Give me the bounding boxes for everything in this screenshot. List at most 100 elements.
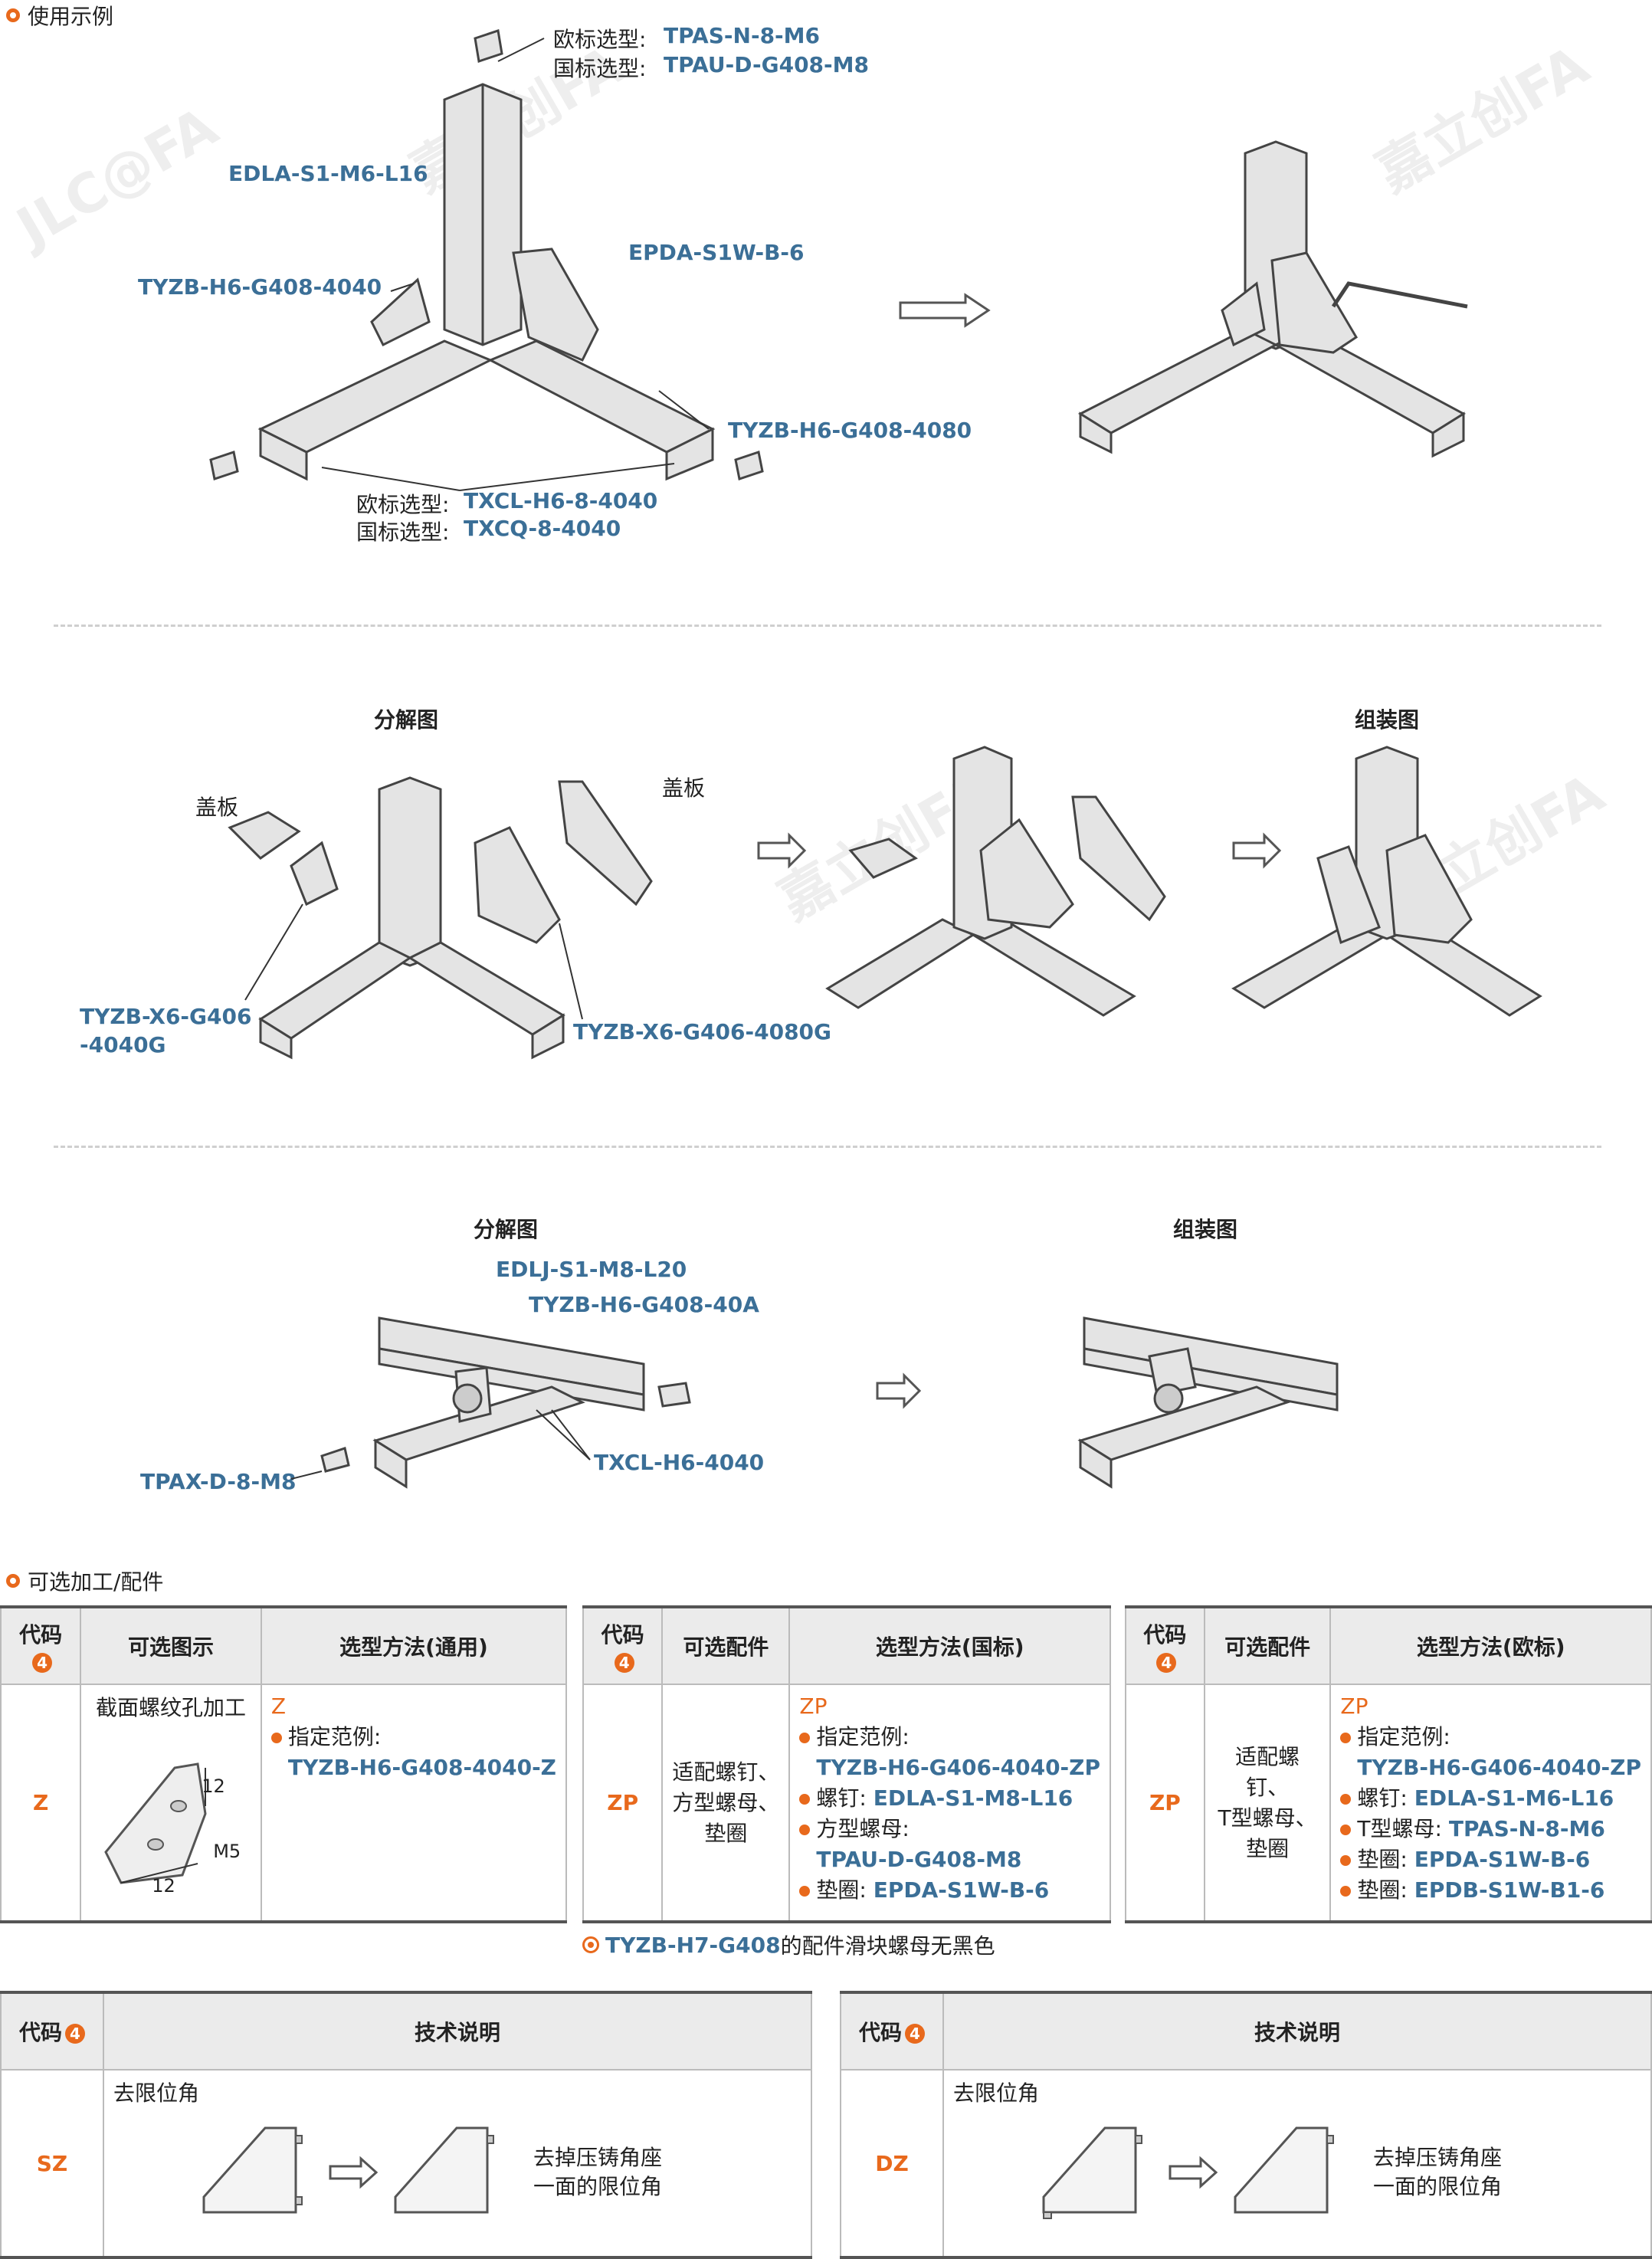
item: 螺钉: EDLA-S1-M8-L16 xyxy=(799,1783,1100,1814)
tech-desc: 去掉压铸角座一面的限位角 xyxy=(1373,2145,1503,2199)
bullet-icon xyxy=(582,1936,599,1953)
exploded-title: 分解图 xyxy=(473,1217,538,1242)
tech-desc: 去掉压铸角座一面的限位角 xyxy=(533,2145,663,2199)
nut-gb-label: TPAU-D-G408-M8 xyxy=(664,52,869,77)
example-value: TYZB-H6-G408-4040-Z xyxy=(287,1755,556,1780)
header-parts: 可选配件 xyxy=(1203,1605,1332,1685)
bracket-small-label-2: -4040G xyxy=(80,1032,166,1057)
note-text: 的配件滑块螺母无黑色 xyxy=(780,1933,995,1959)
dim-m: M5 xyxy=(213,1841,241,1862)
table-general: 代码4 可选图示 选型方法(通用) Z 截面螺纹孔加工 12 12 M5 Z xyxy=(0,1605,568,1923)
bracket-small-label-1: TYZB-X6-G406 xyxy=(80,1004,252,1029)
example-line: 指定范例: xyxy=(270,1722,556,1752)
dim-b: 12 xyxy=(152,1875,175,1897)
tech-cell: 去限位角 去掉压铸角座一面的限位角 xyxy=(103,2069,812,2259)
tech-title: 去限位角 xyxy=(953,2080,1040,2106)
section-title-text: 使用示例 xyxy=(28,4,114,29)
method-cell: ZP 指定范例: TYZB-H6-G406-4040-ZP 螺钉: EDLA-S… xyxy=(1329,1684,1652,1923)
header-tech: 技术说明 xyxy=(942,1991,1652,2070)
table-eu: 代码4 可选配件 选型方法(欧标) ZP 适配螺钉、T型螺母、垫圈 ZP 指定范… xyxy=(1125,1605,1652,1923)
bracket-drawing xyxy=(104,1762,207,1884)
section-title-text: 可选加工/配件 xyxy=(28,1569,164,1595)
bracket-large-label: TYZB-X6-G406-4080G xyxy=(573,1019,832,1044)
assembled-title: 组装图 xyxy=(1354,707,1419,733)
method-cell: Z 指定范例: TYZB-H6-G408-4040-Z xyxy=(260,1684,568,1923)
profile-gb-prefix: 国标选型: xyxy=(356,520,450,545)
illustration-title: 截面螺纹孔加工 xyxy=(96,1695,247,1720)
tech-cell: 去限位角 去掉压铸角座一面的限位角 xyxy=(942,2069,1652,2259)
circle-icon xyxy=(6,8,20,22)
header-code: 代码4 xyxy=(0,1605,82,1685)
bracket-label: TYZB-H6-G408-40A xyxy=(529,1292,759,1317)
circle-icon xyxy=(6,1574,20,1588)
washer-label: EPDA-S1W-B-6 xyxy=(628,240,805,265)
bracket-large-label: TYZB-H6-G408-4080 xyxy=(728,418,972,443)
nut-eu-label: TPAS-N-8-M6 xyxy=(664,23,821,48)
code-cell: DZ xyxy=(840,2069,944,2259)
section-title-optional: 可选加工/配件 xyxy=(6,1566,163,1596)
header-method: 选型方法(国标) xyxy=(788,1605,1111,1685)
method-code: Z xyxy=(270,1693,287,1719)
dim-a: 12 xyxy=(202,1775,225,1797)
item: 垫圈: EPDB-S1W-B1-6 xyxy=(1340,1875,1641,1906)
divider xyxy=(54,1146,1601,1148)
header-code: 代码4 xyxy=(582,1605,664,1685)
parts-cell: 适配螺钉、方型螺母、垫圈 xyxy=(661,1684,791,1923)
code-cell: SZ xyxy=(0,2069,104,2259)
table-gb: 代码4 可选配件 选型方法(国标) ZP 适配螺钉、方型螺母、垫圈 ZP 指定范… xyxy=(582,1605,1111,1923)
method-code: ZP xyxy=(1340,1693,1368,1719)
item: 指定范例: xyxy=(1340,1722,1641,1752)
item: TYZB-H6-G406-4040-ZP xyxy=(1357,1755,1641,1780)
profile-label: TXCL-H6-4040 xyxy=(594,1450,765,1475)
method-cell: ZP 指定范例: TYZB-H6-G406-4040-ZP 螺钉: EDLA-S… xyxy=(788,1684,1111,1923)
section-title-usage: 使用示例 xyxy=(6,0,113,31)
code-cell: ZP xyxy=(582,1684,664,1923)
code-cell: Z xyxy=(0,1684,82,1923)
divider xyxy=(54,625,1601,627)
profile-eu-prefix: 欧标选型: xyxy=(356,492,450,517)
header-method: 选型方法(欧标) xyxy=(1329,1605,1652,1685)
cover-right-label: 盖板 xyxy=(662,775,706,801)
item: 方型螺母: xyxy=(799,1814,1100,1844)
item: 螺钉: EDLA-S1-M6-L16 xyxy=(1340,1783,1641,1814)
screw-label: EDLA-S1-M6-L16 xyxy=(228,161,428,186)
item: TPAU-D-G408-M8 xyxy=(816,1847,1022,1872)
illustration-cell: 截面螺纹孔加工 12 12 M5 xyxy=(80,1684,262,1923)
example2-drawing xyxy=(228,746,1542,1060)
header-method: 选型方法(通用) xyxy=(260,1605,568,1685)
header-code: 代码4 xyxy=(1125,1605,1205,1685)
nut-eu-prefix: 欧标选型: xyxy=(553,27,647,52)
profile-gb-label: TXCQ-8-4040 xyxy=(464,516,621,541)
screw-label: EDLJ-S1-M8-L20 xyxy=(496,1257,687,1282)
example1-drawing xyxy=(209,29,1468,491)
item: T型螺母: TPAS-N-8-M6 xyxy=(1340,1814,1641,1844)
cover-left-label: 盖板 xyxy=(195,795,239,820)
code-cell: ZP xyxy=(1125,1684,1205,1923)
nut-label: TPAX-D-8-M8 xyxy=(140,1469,297,1494)
limit-corner-drawing xyxy=(202,2126,494,2214)
item: TYZB-H6-G406-4040-ZP xyxy=(816,1755,1100,1780)
header-illustration: 可选图示 xyxy=(80,1605,262,1685)
item: 垫圈: EPDA-S1W-B-6 xyxy=(799,1875,1100,1906)
header-parts: 可选配件 xyxy=(661,1605,791,1685)
limit-corner-drawing xyxy=(1042,2126,1334,2219)
bracket-small-label: TYZB-H6-G408-4040 xyxy=(138,274,382,300)
method-code: ZP xyxy=(799,1693,828,1719)
note-code: TYZB-H7-G408 xyxy=(605,1932,781,1958)
assembled-title: 组装图 xyxy=(1172,1217,1237,1242)
item: 垫圈: EPDA-S1W-B-6 xyxy=(1340,1844,1641,1875)
header-tech: 技术说明 xyxy=(103,1991,812,2070)
exploded-title: 分解图 xyxy=(373,707,438,733)
nut-gb-prefix: 国标选型: xyxy=(553,56,647,81)
example3-drawing xyxy=(290,1316,1339,1489)
tech-title: 去限位角 xyxy=(113,2080,200,2106)
parts-cell: 适配螺钉、T型螺母、垫圈 xyxy=(1203,1684,1332,1923)
bracket-illustration: 12 12 M5 xyxy=(90,1722,251,1898)
profile-eu-label: TXCL-H6-8-4040 xyxy=(464,488,658,513)
item: 指定范例: xyxy=(799,1722,1100,1752)
